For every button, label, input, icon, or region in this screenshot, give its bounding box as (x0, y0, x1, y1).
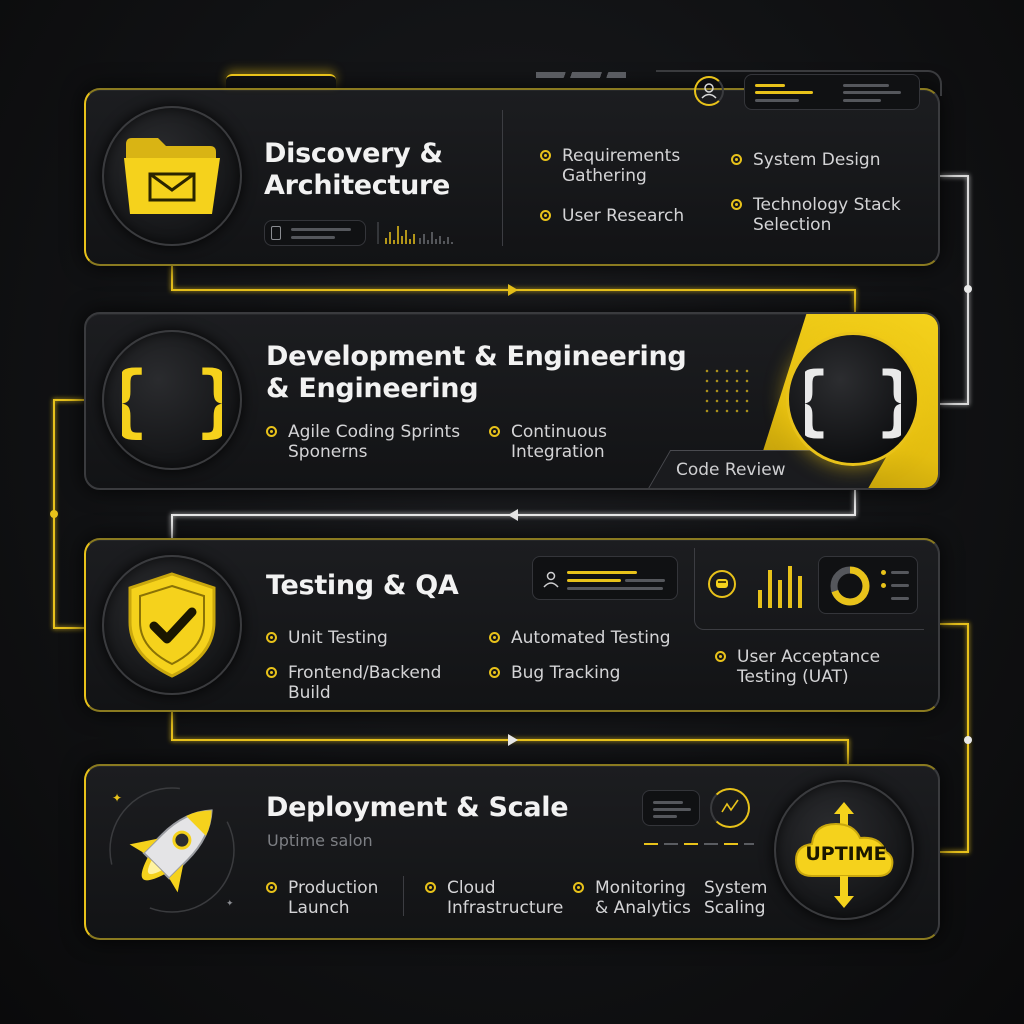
code-review-label: Code Review (676, 460, 786, 480)
panel-tab-stripes (536, 72, 626, 78)
rocket-icon: ✦ ✦ (109, 787, 235, 913)
stage-3-item-bug-tracking: Bug Tracking (489, 663, 620, 683)
stage-4-item-monitoring: Monitoring& Analytics (573, 878, 691, 918)
uptime-badge-label: UPTIME (805, 843, 887, 865)
monitor-gauge-icon (710, 788, 750, 828)
connector-right-3 (940, 623, 969, 853)
mini-progress-widget (744, 74, 920, 110)
mini-status-widget (264, 220, 366, 246)
folder-icon-circle (102, 106, 242, 246)
user-icon (694, 76, 724, 106)
panel-dot-grid (702, 366, 750, 414)
arrow-2 (508, 509, 518, 521)
connector-1-2 (171, 266, 856, 312)
svg-text:{ }: { } (122, 356, 222, 445)
stage-4-subtitle: Uptime salon (267, 831, 373, 850)
connector-right-1 (940, 175, 969, 405)
stage-1-divider (502, 110, 503, 246)
panel-tab-right (656, 70, 942, 96)
arrow-3 (508, 734, 518, 746)
bullet-icon (573, 882, 584, 893)
braces-icon-circle: { } (102, 330, 242, 470)
donut-widget (818, 556, 918, 614)
mini-spark-chart (377, 222, 453, 244)
mini-device-icon (271, 226, 281, 240)
bullet-icon (266, 632, 277, 643)
node-dot-3 (964, 736, 972, 744)
code-braces-icon: { } (805, 355, 901, 444)
stage-2-title-line1: Development & Engineering (266, 341, 687, 372)
node-dot-1 (964, 285, 972, 293)
svg-text:✦: ✦ (226, 899, 234, 909)
stage-2-title: Development & Engineering & Engineering (266, 341, 687, 405)
bullet-icon (731, 199, 742, 210)
braces-icon-circle-right: { } (786, 332, 920, 466)
connector-2-3 (171, 490, 856, 538)
legend-dot (881, 570, 886, 575)
donut-chart (830, 566, 870, 606)
person-icon (543, 571, 559, 588)
bullet-icon (540, 210, 551, 221)
bullet-icon (266, 882, 277, 893)
svg-text:✦: ✦ (112, 791, 122, 805)
mini-log-widget (642, 790, 700, 826)
stage-1-title-line2: Architecture (264, 170, 451, 201)
stage-1-item-system-design: System Design (731, 150, 881, 170)
bullet-icon (715, 651, 726, 662)
stage-1-item-user-research: User Research (540, 206, 684, 226)
bullet-icon (540, 150, 551, 161)
bullet-icon (266, 667, 277, 678)
bug-icon (708, 570, 736, 598)
bullet-icon (425, 882, 436, 893)
bullet-icon (489, 667, 500, 678)
connector-left-2 (53, 399, 84, 629)
shield-icon-circle (102, 555, 242, 695)
bullet-icon (489, 632, 500, 643)
code-braces-icon: { } (122, 356, 222, 445)
bullet-icon (731, 154, 742, 165)
stage-1-title-line1: Discovery & (264, 138, 443, 169)
mini-user-widget (532, 556, 678, 600)
shield-check-icon (128, 572, 216, 678)
cloud-upload-icon (794, 802, 894, 908)
bullet-icon (489, 426, 500, 437)
panel-tab-decoration (226, 74, 336, 88)
bullet-icon (266, 426, 277, 437)
legend-dot (881, 583, 886, 588)
testing-dashboard-frame (694, 548, 924, 630)
stage-2-title-line2: & Engineering (266, 373, 479, 404)
folder-icon (124, 138, 220, 214)
stage-3-item-unit-testing: Unit Testing (266, 628, 388, 648)
test-bar-chart (758, 566, 802, 608)
stage-3-item-automated: Automated Testing (489, 628, 671, 648)
node-dot-2 (50, 510, 58, 518)
dash-line (644, 843, 754, 845)
connector-3-4 (171, 712, 849, 764)
stage-1-title: Discovery & Architecture (264, 138, 450, 202)
svg-text:{ }: { } (805, 355, 901, 444)
arrow-1 (508, 284, 518, 296)
stage-4-title: Deployment & Scale (266, 792, 569, 823)
uptime-icon-circle: UPTIME (774, 780, 914, 920)
stage-3-title: Testing & QA (266, 570, 459, 601)
stage-4-divider-1 (403, 876, 404, 916)
